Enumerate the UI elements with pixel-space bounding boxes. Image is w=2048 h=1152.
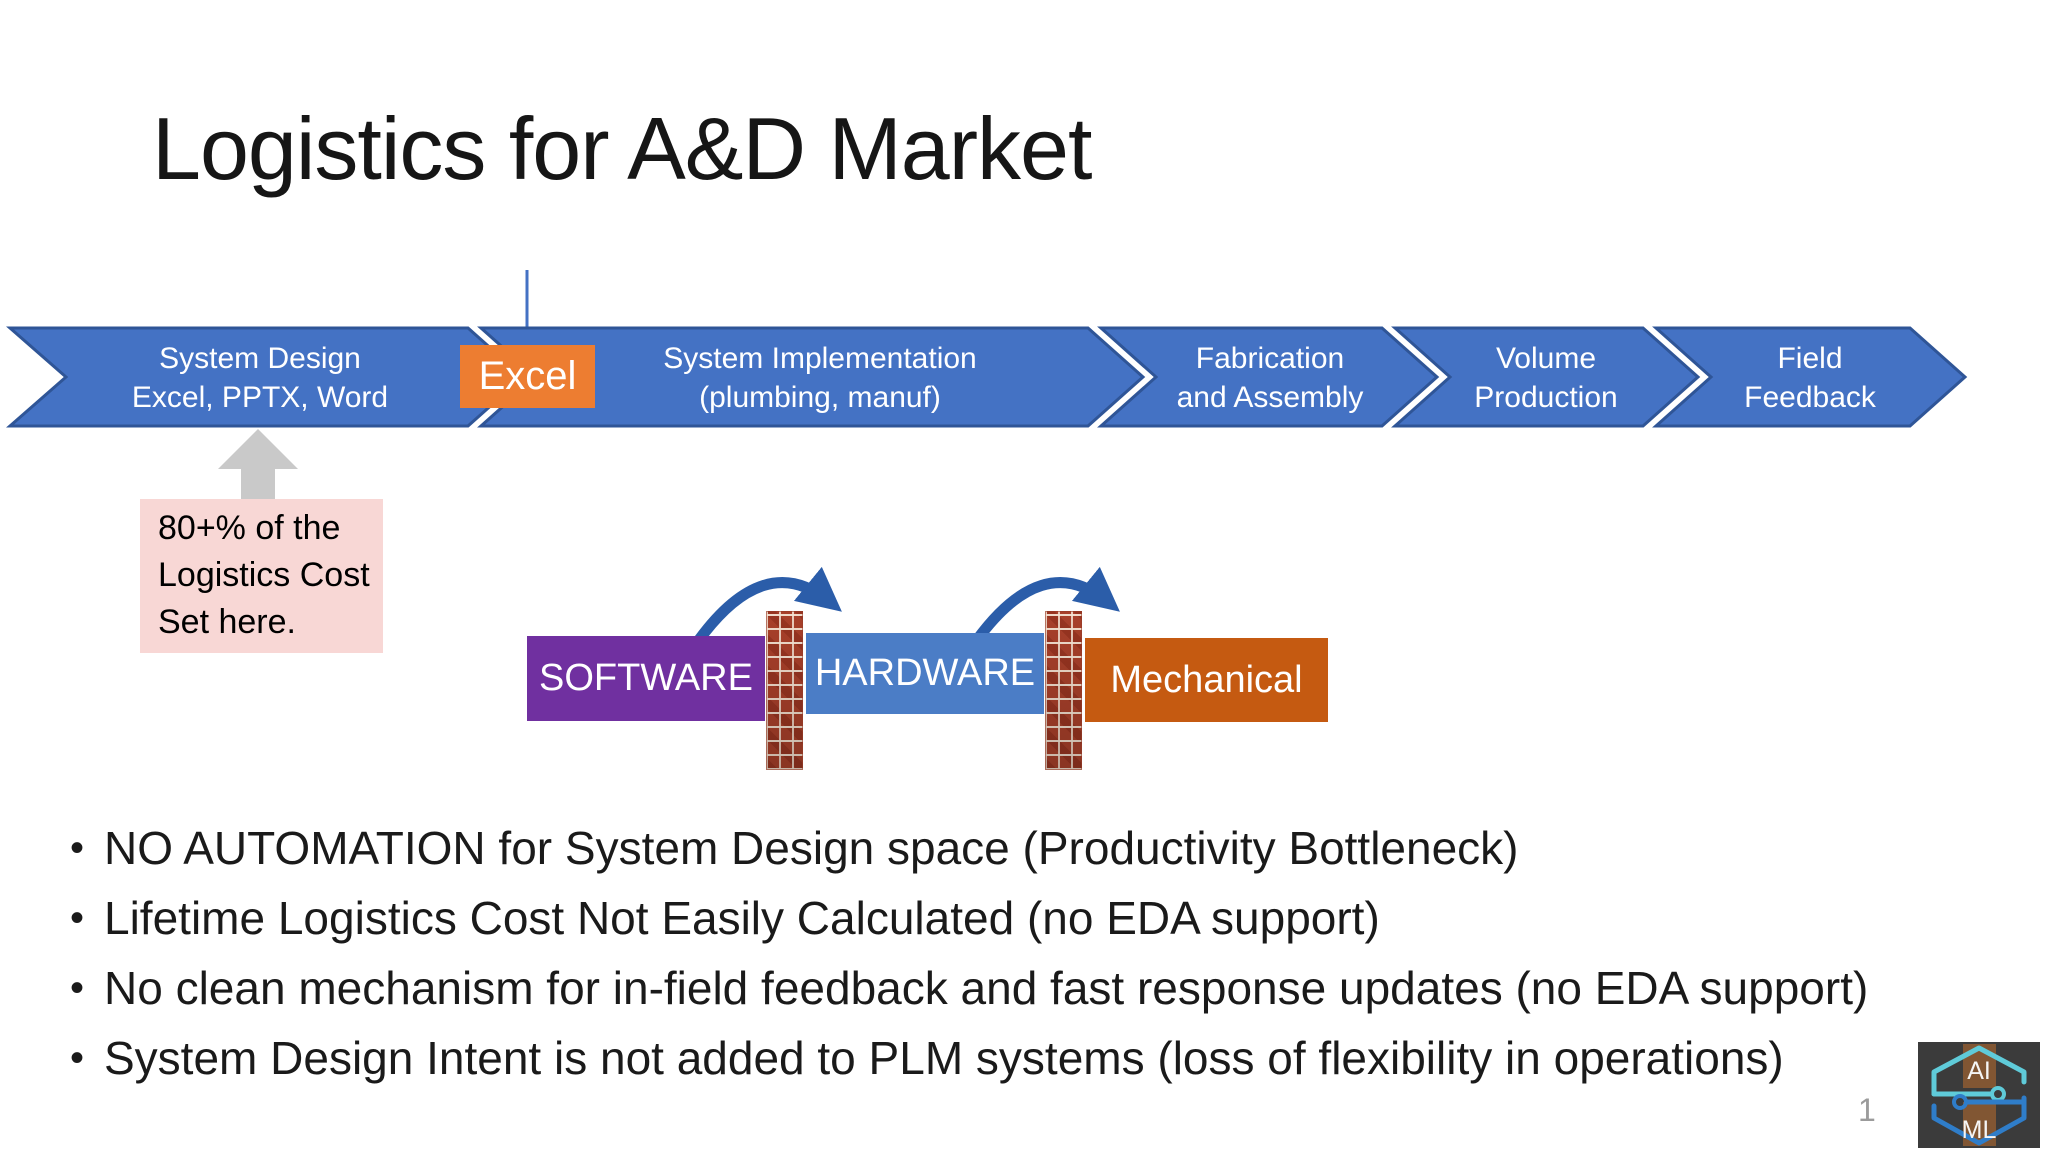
- ai-ml-logo: AI ML: [1918, 1042, 2040, 1148]
- stage-label-field-feedback: Field Feedback: [1744, 342, 1876, 414]
- bullet-item: • NO AUTOMATION for System Design space …: [70, 816, 1990, 886]
- brick-wall-icon: [1045, 611, 1082, 770]
- bullet-item: • Lifetime Logistics Cost Not Easily Cal…: [70, 886, 1990, 956]
- callout-up-arrow-icon: [218, 429, 298, 500]
- bullet-icon: •: [70, 826, 85, 870]
- stage-label-system-design: System Design Excel, PPTX, Word: [131, 342, 389, 414]
- bullet-item: • No clean mechanism for in-field feedba…: [70, 956, 1990, 1026]
- ai-ml-circuit-icon: AI ML: [1918, 1042, 2040, 1148]
- stage-label-system-implementation: System Implementation (plumbing, manuf): [663, 342, 977, 414]
- chevron-volume-production: [1391, 326, 1701, 428]
- stage-label-fabrication-assembly: Fabrication and Assembly: [1176, 342, 1364, 414]
- chevron-system-design: [6, 326, 526, 428]
- hardware-box: HARDWARE: [806, 633, 1044, 714]
- bullet-icon: •: [70, 1036, 85, 1080]
- stage-label-volume-production: Volume Production: [1474, 342, 1618, 414]
- logo-ml-label: ML: [1962, 1116, 1997, 1144]
- hop-arrow-hardware-mechanical-icon: [969, 566, 1120, 648]
- logo-ai-label: AI: [1967, 1057, 1991, 1085]
- mechanical-box: Mechanical: [1085, 638, 1328, 722]
- bullet-icon: •: [70, 896, 85, 940]
- page-title: Logistics for A&D Market: [152, 99, 1092, 198]
- hop-arrow-software-hardware-icon: [691, 566, 842, 648]
- bullet-icon: •: [70, 966, 85, 1010]
- chevron-field-feedback: [1652, 326, 1968, 428]
- brick-wall-icon: [766, 611, 803, 770]
- bullet-item: • System Design Intent is not added to P…: [70, 1026, 1990, 1096]
- excel-tag: Excel: [460, 345, 595, 408]
- bullet-list: • NO AUTOMATION for System Design space …: [70, 816, 1990, 1096]
- page-number: 1: [1858, 1092, 1876, 1128]
- software-box: SOFTWARE: [527, 636, 765, 721]
- chevron-fabrication-assembly: [1097, 326, 1440, 428]
- logistics-cost-callout: 80+% of the Logistics Cost Set here.: [140, 499, 383, 653]
